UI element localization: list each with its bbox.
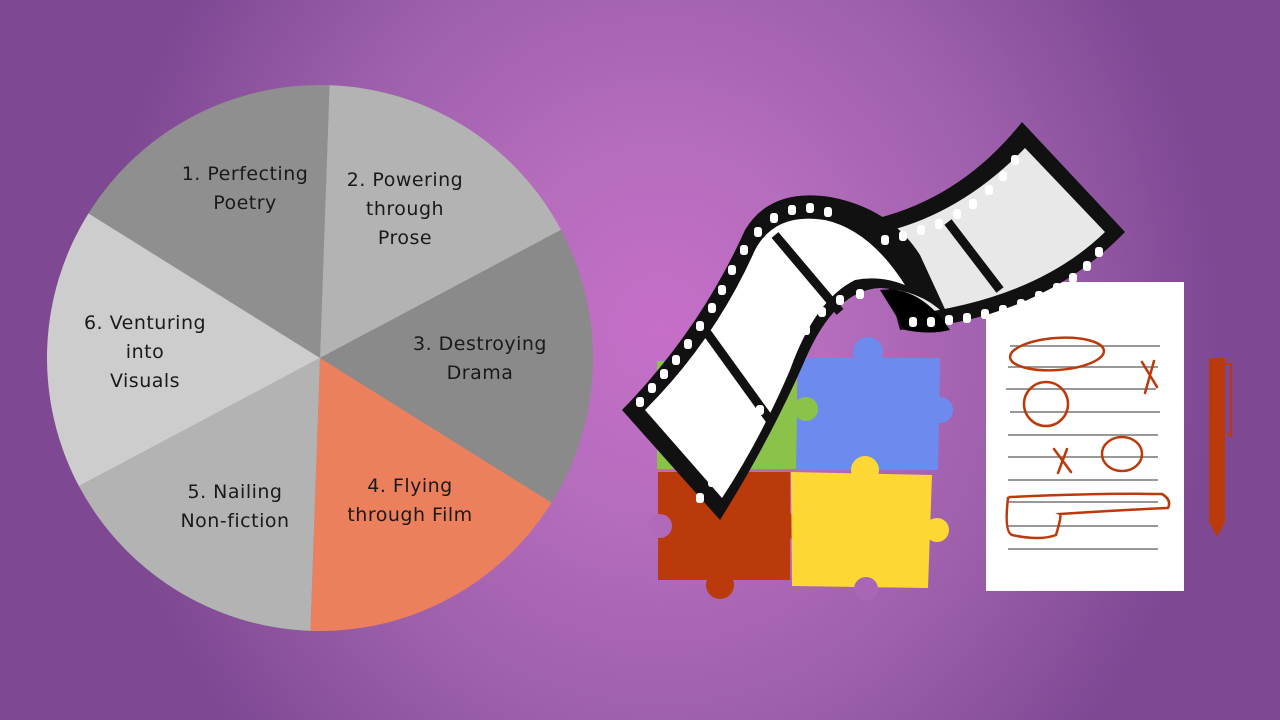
pie-slice-1 bbox=[88, 84, 330, 358]
puzzle-icon bbox=[648, 337, 953, 601]
pie-label-nailing-non-fiction: 5. Nailing Non-fiction bbox=[180, 481, 290, 532]
pie-slice-5 bbox=[78, 358, 320, 631]
film-strip-icon bbox=[622, 122, 1125, 520]
pie-label-perfecting-poetry: 1. Perfecting Poetry bbox=[181, 163, 309, 214]
pie-slice-4 bbox=[310, 358, 552, 631]
pie-slices bbox=[46, 84, 593, 631]
pie-label-destroying-drama: 3. Destroying Drama bbox=[413, 333, 547, 384]
pie-slice-3 bbox=[320, 229, 593, 503]
pie-label-powering-through-prose: 2. Powering through Prose bbox=[346, 169, 464, 249]
marked-paper-icon bbox=[986, 282, 1184, 591]
pie-slice-2 bbox=[320, 85, 562, 358]
pie-slice-6 bbox=[46, 213, 321, 487]
pie-label-venturing-into-visuals: 6. Venturing into Visuals bbox=[83, 312, 207, 392]
pen-icon bbox=[1209, 358, 1232, 537]
pie-label-flying-through-film: 4. Flying through Film bbox=[347, 475, 473, 526]
